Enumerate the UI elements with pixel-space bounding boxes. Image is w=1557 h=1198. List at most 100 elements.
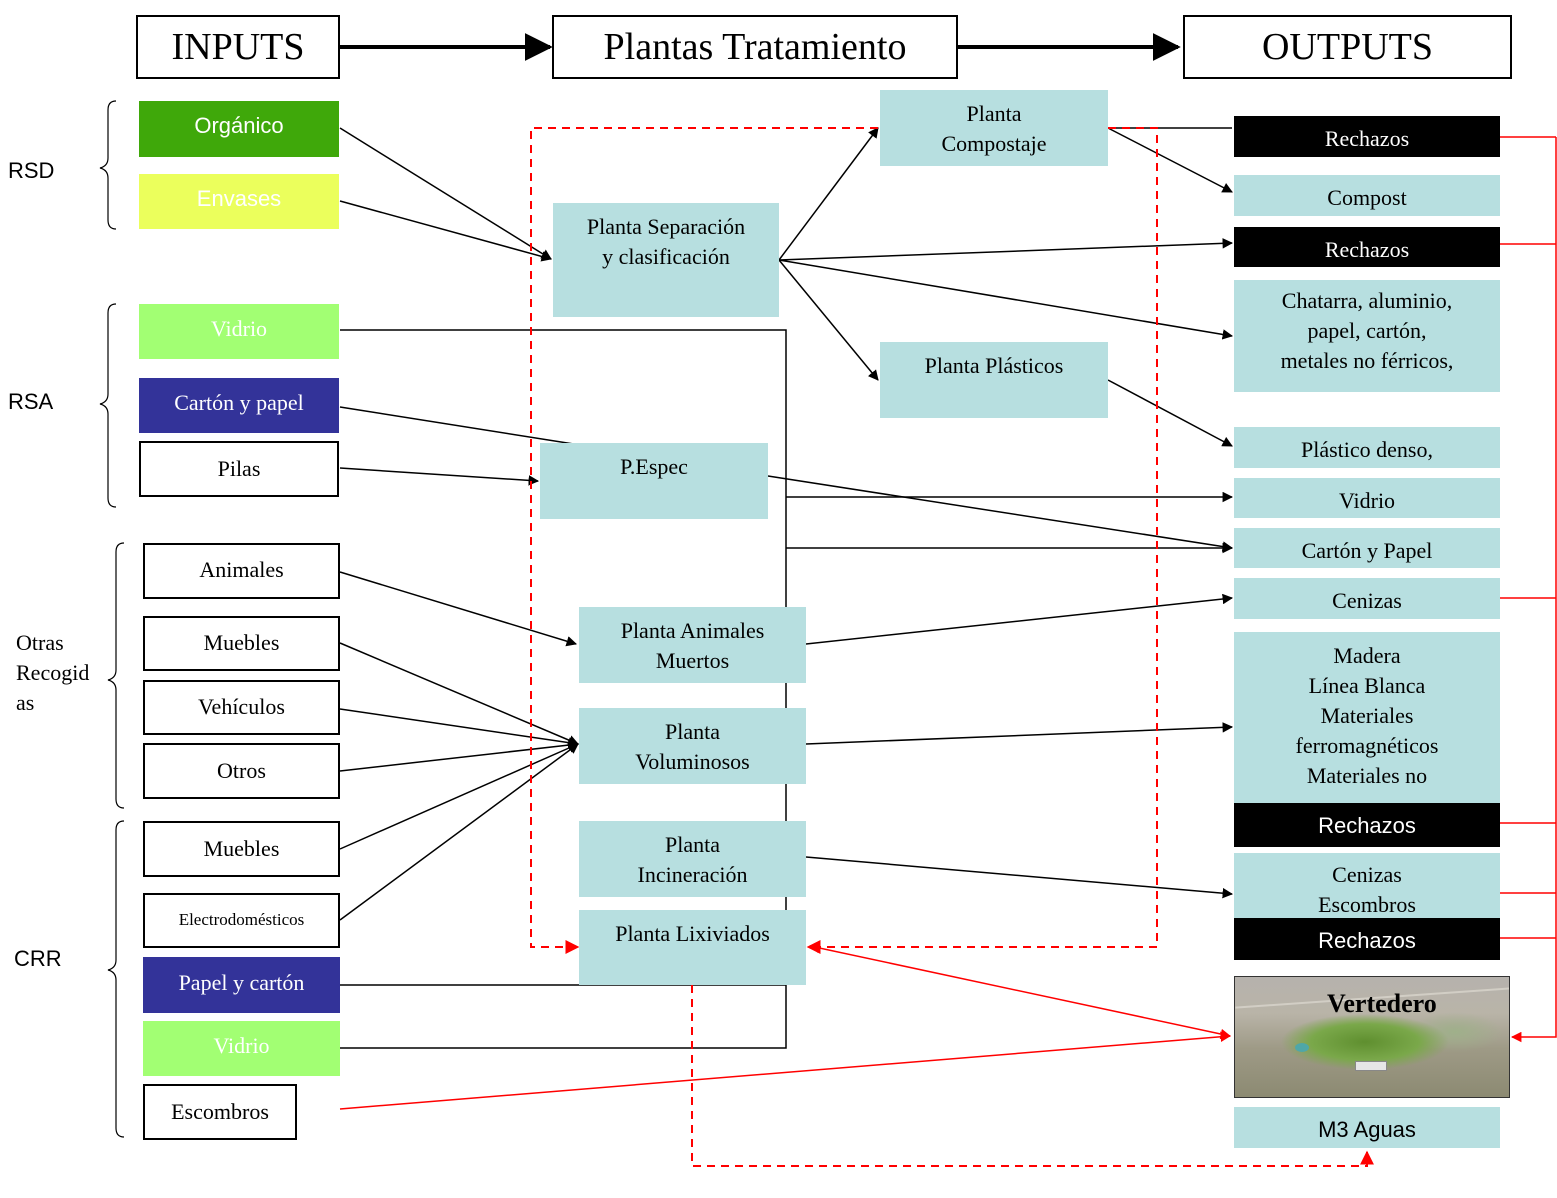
input-papel-crr-label: Papel y cartón	[178, 970, 305, 995]
output-rechazos-2-label: Rechazos	[1324, 237, 1410, 262]
output-vidrio-label: Vidrio	[1338, 488, 1396, 513]
input-vidrio-rsa: Vidrio	[139, 304, 339, 359]
plant-incineracion-line1: Planta	[665, 832, 720, 857]
output-madera-line5: Materiales no	[1306, 763, 1428, 788]
header-plants: Plantas Tratamiento	[552, 15, 958, 79]
vertedero-label: Vertedero	[1327, 989, 1437, 1018]
output-plastico-label: Plástico denso,	[1301, 437, 1433, 462]
output-madera-line1: Madera	[1333, 643, 1401, 668]
output-rechazos-1: Rechazos	[1234, 116, 1500, 157]
input-pilas: Pilas	[139, 441, 339, 497]
input-envases: Envases	[139, 174, 339, 229]
output-cenizas-2: Cenizas Escombros	[1234, 853, 1500, 919]
brace-otras	[107, 542, 125, 809]
output-compost: Compost	[1234, 175, 1500, 216]
input-pilas-label: Pilas	[217, 456, 261, 481]
group-otras-line1: Otras	[16, 630, 64, 655]
brace-rsd	[99, 100, 117, 230]
input-papel-crr: Papel y cartón	[143, 957, 340, 1013]
output-metales-line1: Chatarra, aluminio,	[1281, 288, 1453, 313]
input-otros-label: Otros	[217, 758, 266, 783]
plant-voluminosos-line2: Voluminosos	[635, 749, 750, 774]
input-muebles-otras: Muebles	[143, 616, 340, 671]
input-animales: Animales	[143, 543, 340, 599]
input-muebles-crr: Muebles	[143, 821, 340, 877]
input-carton-rsa-label: Cartón y papel	[174, 390, 304, 415]
input-carton-rsa: Cartón y papel	[139, 378, 339, 433]
output-cenizas-2-line1: Cenizas	[1332, 862, 1402, 887]
output-metales-line3: metales no férricos,	[1280, 348, 1454, 373]
plant-incineracion: Planta Incineración	[579, 821, 806, 897]
output-rechazos-3-label: Rechazos	[1318, 813, 1416, 838]
plant-separacion-line2: y clasificación	[602, 244, 730, 269]
plant-separacion: Planta Separación y clasificación	[553, 203, 779, 317]
output-madera: Madera Línea Blanca Materiales ferromagn…	[1234, 632, 1500, 803]
input-muebles-crr-label: Muebles	[203, 836, 280, 861]
input-vehiculos-label: Vehículos	[198, 694, 285, 719]
output-aguas-label: M3 Aguas	[1318, 1117, 1416, 1142]
input-vidrio-crr: Vidrio	[143, 1021, 340, 1076]
output-metales-line2: papel, cartón,	[1307, 318, 1427, 343]
plant-especial: P.Espec	[540, 443, 768, 519]
output-aguas: M3 Aguas	[1234, 1107, 1500, 1148]
plant-voluminosos-line1: Planta	[665, 719, 720, 744]
plant-incineracion-line2: Incineración	[637, 862, 748, 887]
output-madera-line2: Línea Blanca	[1308, 673, 1426, 698]
group-otras-line2: Recogid	[16, 660, 90, 685]
output-cenizas-2-line2: Escombros	[1318, 892, 1416, 917]
output-metales: Chatarra, aluminio, papel, cartón, metal…	[1234, 280, 1500, 392]
input-organico: Orgánico	[139, 101, 339, 157]
input-muebles-otras-label: Muebles	[203, 630, 280, 655]
header-outputs-label: OUTPUTS	[1261, 26, 1434, 68]
plant-animales: Planta Animales Muertos	[579, 607, 806, 683]
brace-rsa	[99, 303, 117, 508]
input-vidrio-rsa-label: Vidrio	[210, 316, 268, 341]
output-rechazos-1-label: Rechazos	[1324, 126, 1410, 151]
landfill-pond	[1295, 1043, 1309, 1052]
plant-lixiviados-label: Planta Lixiviados	[615, 921, 770, 946]
landfill-building	[1355, 1061, 1387, 1071]
input-electrodomesticos: Electrodomésticos	[143, 893, 340, 948]
header-inputs: INPUTS	[136, 15, 340, 79]
plant-plasticos: Planta Plásticos	[880, 342, 1108, 418]
output-plastico: Plástico denso,	[1234, 427, 1500, 468]
group-otras: Otras Recogid as	[16, 628, 89, 718]
plant-animales-line2: Muertos	[655, 648, 730, 673]
header-plants-label: Plantas Tratamiento	[603, 26, 907, 68]
output-vidrio: Vidrio	[1234, 478, 1500, 518]
plant-voluminosos: Planta Voluminosos	[579, 708, 806, 784]
input-vidrio-crr-label: Vidrio	[213, 1033, 270, 1058]
input-vehiculos: Vehículos	[143, 680, 340, 735]
plant-lixiviados: Planta Lixiviados	[579, 910, 806, 985]
group-rsd: RSD	[8, 158, 55, 183]
output-rechazos-4-label: Rechazos	[1318, 928, 1416, 953]
input-otros: Otros	[143, 743, 340, 799]
input-escombros-label: Escombros	[171, 1099, 269, 1124]
output-carton: Cartón y Papel	[1234, 528, 1500, 568]
group-otras-line3: as	[16, 690, 35, 715]
output-madera-line3: Materiales	[1320, 703, 1414, 728]
plant-compostaje: Planta Compostaje	[880, 90, 1108, 166]
input-organico-label: Orgánico	[194, 113, 284, 138]
output-cenizas-1: Cenizas	[1234, 578, 1500, 619]
output-rechazos-2: Rechazos	[1234, 227, 1500, 267]
input-electrodomesticos-label: Electrodomésticos	[178, 910, 305, 929]
brace-crr	[107, 820, 125, 1138]
plant-separacion-line1: Planta Separación	[586, 214, 746, 239]
group-crr: CRR	[14, 946, 62, 971]
plant-compostaje-line1: Planta	[966, 101, 1022, 126]
group-rsa: RSA	[8, 389, 54, 414]
input-escombros: Escombros	[143, 1084, 297, 1140]
vertedero-image: Vertedero	[1234, 976, 1510, 1098]
input-envases-label: Envases	[196, 186, 282, 211]
output-rechazos-4: Rechazos	[1234, 918, 1500, 960]
header-inputs-label: INPUTS	[171, 26, 305, 68]
plant-plasticos-label: Planta Plásticos	[924, 353, 1064, 378]
input-animales-label: Animales	[199, 557, 284, 582]
plant-animales-line1: Planta Animales	[620, 618, 765, 643]
output-compost-label: Compost	[1327, 185, 1407, 210]
output-carton-label: Cartón y Papel	[1301, 538, 1433, 563]
plant-especial-label: P.Espec	[620, 454, 688, 479]
